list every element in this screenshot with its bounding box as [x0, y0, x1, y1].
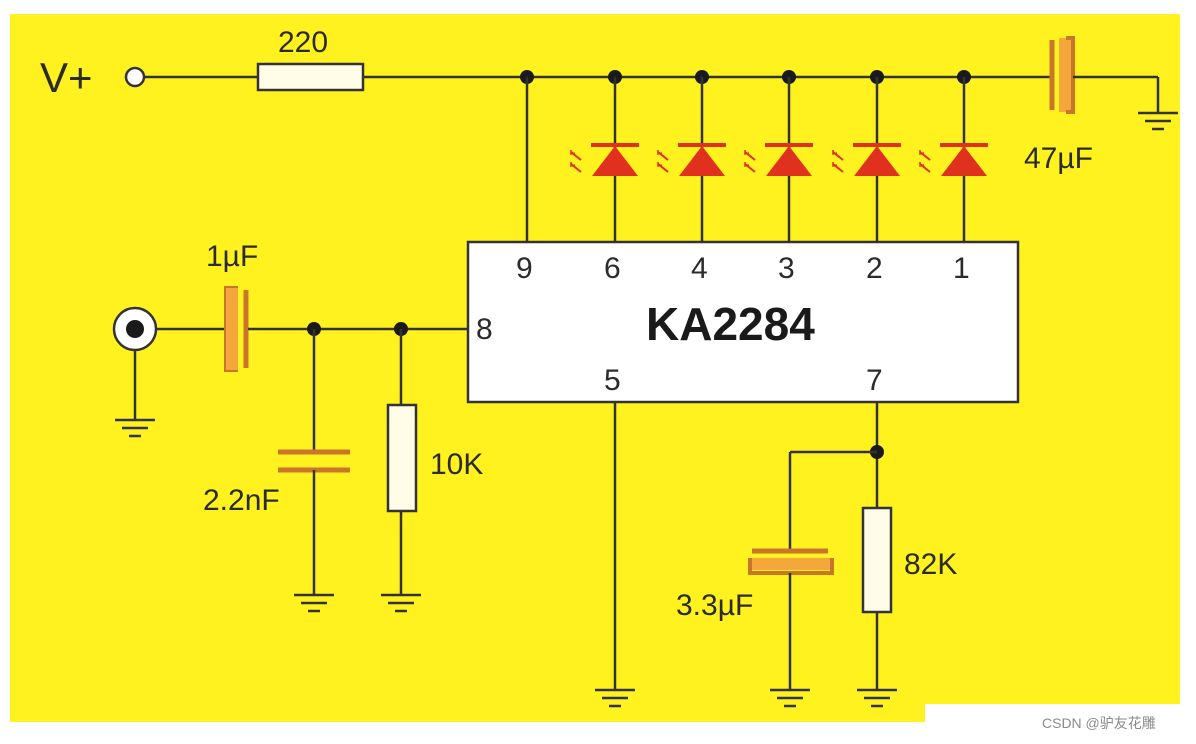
pin-1: 1 [953, 252, 970, 285]
resistor-82k [861, 506, 893, 614]
pin-4: 4 [691, 252, 708, 285]
ic-ka2284: KA2284 9 6 4 3 2 1 8 5 7 [466, 240, 1020, 404]
pin7-section: 3.3µF 82K [676, 402, 957, 690]
capacitor-2-2nf-label: 2.2nF [203, 484, 280, 517]
led-array [570, 77, 988, 242]
capacitor-3-3uf-label: 3.3µF [676, 589, 753, 622]
led-icon [919, 77, 988, 242]
ground-icon [1138, 111, 1178, 131]
pin-6: 6 [604, 252, 621, 285]
led-icon [570, 77, 639, 242]
supply-terminal [124, 66, 146, 88]
led-icon [832, 77, 901, 242]
input-section: 1µF 2.2nF 10K [112, 240, 483, 595]
ic-name: KA2284 [646, 298, 815, 350]
led-icon [744, 77, 813, 242]
resistor-82k-label: 82K [904, 548, 957, 581]
pin-7: 7 [866, 364, 883, 397]
supply-rail: V+ 220 47µF [40, 26, 1160, 175]
watermark-patch [925, 704, 1180, 732]
pin-8: 8 [476, 313, 493, 346]
supply-label: V+ [40, 54, 93, 101]
input-jack-icon [112, 306, 158, 352]
capacitor-1uf [224, 286, 249, 372]
led-icon [657, 77, 726, 242]
capacitor-47uf-label: 47µF [1024, 142, 1093, 175]
pin-9: 9 [516, 252, 533, 285]
watermark: CSDN @驴友花雕 [1042, 715, 1156, 731]
pin-5: 5 [604, 364, 621, 397]
resistor-10k-label: 10K [430, 448, 483, 481]
resistor-10k [386, 403, 418, 513]
capacitor-47uf [1049, 36, 1075, 114]
pin-2: 2 [866, 252, 883, 285]
pin-3: 3 [778, 252, 795, 285]
resistor-220-label: 220 [278, 26, 328, 59]
resistor-220 [256, 62, 365, 92]
capacitor-1uf-label: 1µF [206, 240, 258, 273]
